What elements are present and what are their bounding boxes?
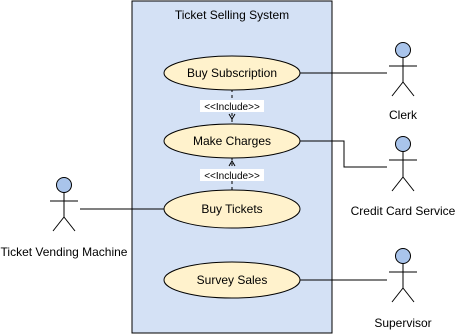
actor-supervisor-label: Supervisor (374, 316, 431, 330)
use-case-make-charges-label: Make Charges (193, 134, 271, 148)
actor-head-icon (395, 136, 411, 152)
include-label-bg-bottom (200, 169, 264, 181)
actor-credit-card-service-label: Credit Card Service (351, 204, 456, 218)
use-case-buy-tickets-label: Buy Tickets (201, 202, 262, 216)
use-case-survey-sales-label: Survey Sales (197, 273, 268, 287)
actor-head-icon (395, 42, 411, 58)
include-label-top: <<Include>> (204, 102, 260, 113)
use-case-buy-subscription-label: Buy Subscription (187, 66, 277, 80)
association-credit-card-service (299, 140, 387, 168)
use-case-buy-tickets[interactable] (163, 189, 301, 229)
actor-right-leg (402, 176, 415, 192)
include-label-bg-top (200, 100, 264, 112)
system-title: Ticket Selling System (175, 8, 289, 22)
use-case-make-charges[interactable] (163, 123, 301, 159)
actor-left-leg (391, 176, 404, 192)
include-arrowhead-bottom (228, 160, 236, 167)
actor-supervisor[interactable] (389, 248, 417, 303)
actor-head-icon (395, 248, 411, 264)
actor-left-leg (391, 287, 404, 303)
actor-right-leg (402, 287, 415, 303)
actor-left-leg (391, 81, 404, 97)
actor-left-leg (52, 216, 65, 232)
actor-credit-card-service[interactable] (389, 136, 417, 192)
use-case-buy-subscription[interactable] (163, 55, 301, 91)
actor-head-icon (56, 177, 72, 193)
use-case-survey-sales[interactable] (163, 261, 301, 299)
actor-right-leg (402, 81, 415, 97)
actor-right-leg (63, 216, 76, 232)
include-label-bottom: <<Include>> (204, 171, 260, 182)
actor-ticket-vending-machine-label: Ticket Vending Machine (1, 245, 128, 259)
actor-ticket-vending-machine[interactable] (50, 177, 78, 232)
actor-clerk[interactable] (389, 42, 417, 97)
actor-clerk-label: Clerk (389, 108, 418, 122)
include-arrowhead-top (228, 113, 236, 120)
